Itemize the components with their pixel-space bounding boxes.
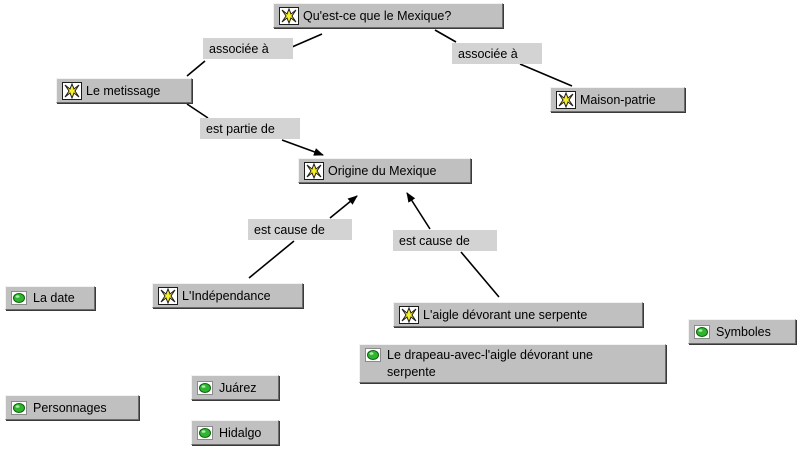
node-label: Symboles [716,324,771,339]
link-label-text: associée à [209,41,269,56]
node-label: Maison-patrie [580,92,656,107]
node-label: Hidalgo [219,425,262,440]
link-label-text: est cause de [254,222,325,237]
link-label-est-cause-de-left[interactable]: est cause de [248,219,352,240]
green-dot-icon [365,348,381,362]
edge-cause-to-origine-left [329,195,358,219]
edge-independance-to-cause [248,240,295,279]
concept-star-icon [556,90,576,109]
edge-assoc-left-to-metissage [186,60,206,77]
resource-node-juarez[interactable]: Juárez [191,375,279,400]
node-label: Personnages [33,400,107,415]
green-dot-icon [11,291,27,305]
green-dot-icon [694,324,710,339]
node-label: Le drapeau-avec-l'aigle dévorant une ser… [387,348,593,379]
link-label-text: associée à [458,46,518,61]
concept-star-icon [399,305,419,324]
green-dot-icon [197,425,213,440]
node-label: Origine du Mexique [328,163,437,178]
concept-node-metissage[interactable]: Le metissage [56,78,192,103]
node-label: La date [33,291,75,305]
node-label: Le metissage [86,83,161,98]
resource-node-symboles[interactable]: Symboles [688,319,796,344]
concept-star-icon [62,81,82,100]
node-label: Juárez [219,380,257,395]
concept-star-icon [158,286,178,305]
link-label-associee-left[interactable]: associée à [203,38,293,59]
edge-aigle-to-cause [460,251,500,298]
resource-node-la-date[interactable]: La date [5,286,95,310]
edge-metissage-to-partie [186,103,209,119]
link-label-associee-right[interactable]: associée à [452,43,542,64]
link-label-text: est partie de [206,121,275,136]
concept-node-independance[interactable]: L'Indépendance [152,283,303,308]
node-label: Qu'est-ce que le Mexique? [303,8,452,23]
edge-mexique-to-assoc-right [434,29,457,43]
green-dot-icon [11,400,27,415]
link-label-est-cause-de-right[interactable]: est cause de [393,230,497,251]
concept-star-icon [304,161,324,180]
edge-mexique-to-assoc-left [291,33,323,48]
node-label: L'aigle dévorant une serpente [423,307,588,322]
concept-node-maison-patrie[interactable]: Maison-patrie [550,87,685,112]
concept-node-aigle[interactable]: L'aigle dévorant une serpente [393,302,643,327]
resource-node-hidalgo[interactable]: Hidalgo [191,420,279,445]
concept-node-origine[interactable]: Origine du Mexique [298,158,471,183]
link-label-est-partie-de[interactable]: est partie de [200,118,300,139]
edge-cause-to-origine-right [406,192,431,230]
resource-node-personnages[interactable]: Personnages [5,395,139,420]
resource-node-drapeau[interactable]: Le drapeau-avec-l'aigle dévorant une ser… [359,344,666,383]
concept-node-mexique[interactable]: Qu'est-ce que le Mexique? [273,3,503,28]
edge-assoc-right-to-maison [519,63,573,87]
link-label-text: est cause de [399,233,470,248]
concept-star-icon [279,6,299,25]
node-label: L'Indépendance [182,288,271,303]
edge-partie-to-origine [281,139,324,156]
green-dot-icon [197,380,213,395]
